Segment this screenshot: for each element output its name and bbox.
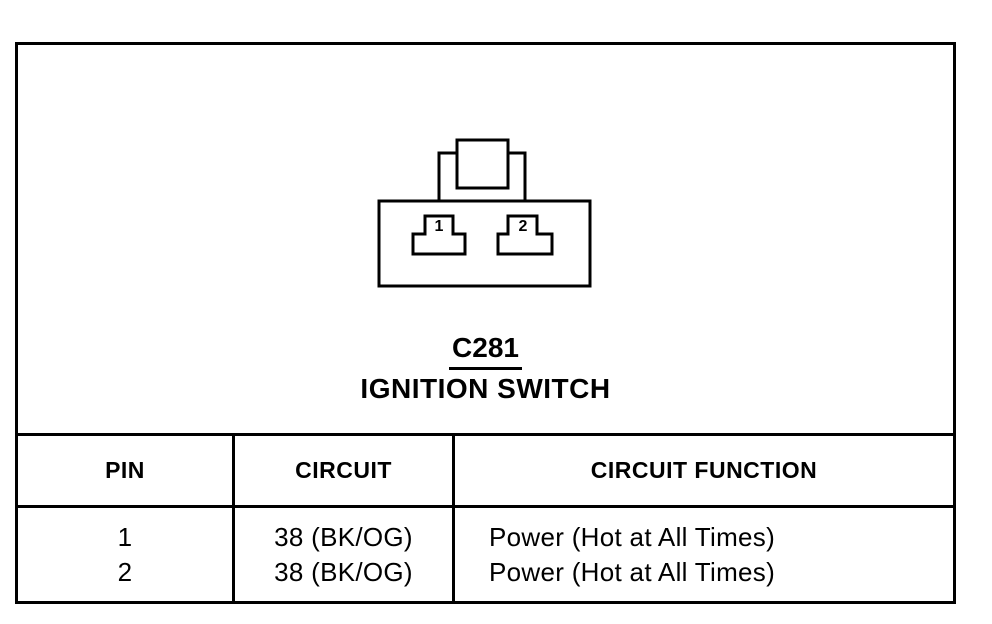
- pin-2-circuit-function: Power (Hot at All Times): [489, 556, 776, 587]
- pin-cavity-2: [496, 214, 554, 256]
- connector-id-row: C281: [18, 334, 953, 370]
- connector-latch-key: [455, 138, 510, 190]
- table-header-row: PIN CIRCUIT CIRCUIT FUNCTION: [15, 433, 956, 508]
- pin-1-circuit: 38 (BK/OG): [274, 521, 413, 552]
- pin-2-number: 2: [519, 218, 528, 235]
- connector-name-label: IGNITION SWITCH: [360, 373, 611, 404]
- connector-face-drawing: 1 2: [377, 138, 592, 288]
- connector-body: [377, 199, 592, 288]
- diagram-frame: 1 2 C281 IGNITION SWITCH PIN CIRCUIT CIR…: [15, 42, 956, 604]
- pin-2-value: 2: [117, 556, 133, 587]
- circuit-function-column-header: CIRCUIT FUNCTION: [452, 433, 956, 508]
- circuit-function-values-cell: Power (Hot at All Times) Power (Hot at A…: [452, 505, 956, 604]
- circuit-column-header: CIRCUIT: [232, 433, 455, 508]
- pinout-table: PIN CIRCUIT CIRCUIT FUNCTION 1 2 38 (BK/…: [15, 433, 956, 604]
- pin-2-circuit: 38 (BK/OG): [274, 556, 413, 587]
- connector-id-label: C281: [449, 334, 522, 370]
- pin-1-value: 1: [117, 521, 133, 552]
- pin-cavity-1: [411, 214, 467, 256]
- table-data-row: 1 2 38 (BK/OG) 38 (BK/OG) Power (Hot at …: [15, 505, 956, 604]
- circuit-values-cell: 38 (BK/OG) 38 (BK/OG): [232, 505, 455, 604]
- pin-1-number: 1: [435, 218, 444, 235]
- pin-values-cell: 1 2: [15, 505, 235, 604]
- pin-column-header: PIN: [15, 433, 235, 508]
- pin-1-circuit-function: Power (Hot at All Times): [489, 521, 776, 552]
